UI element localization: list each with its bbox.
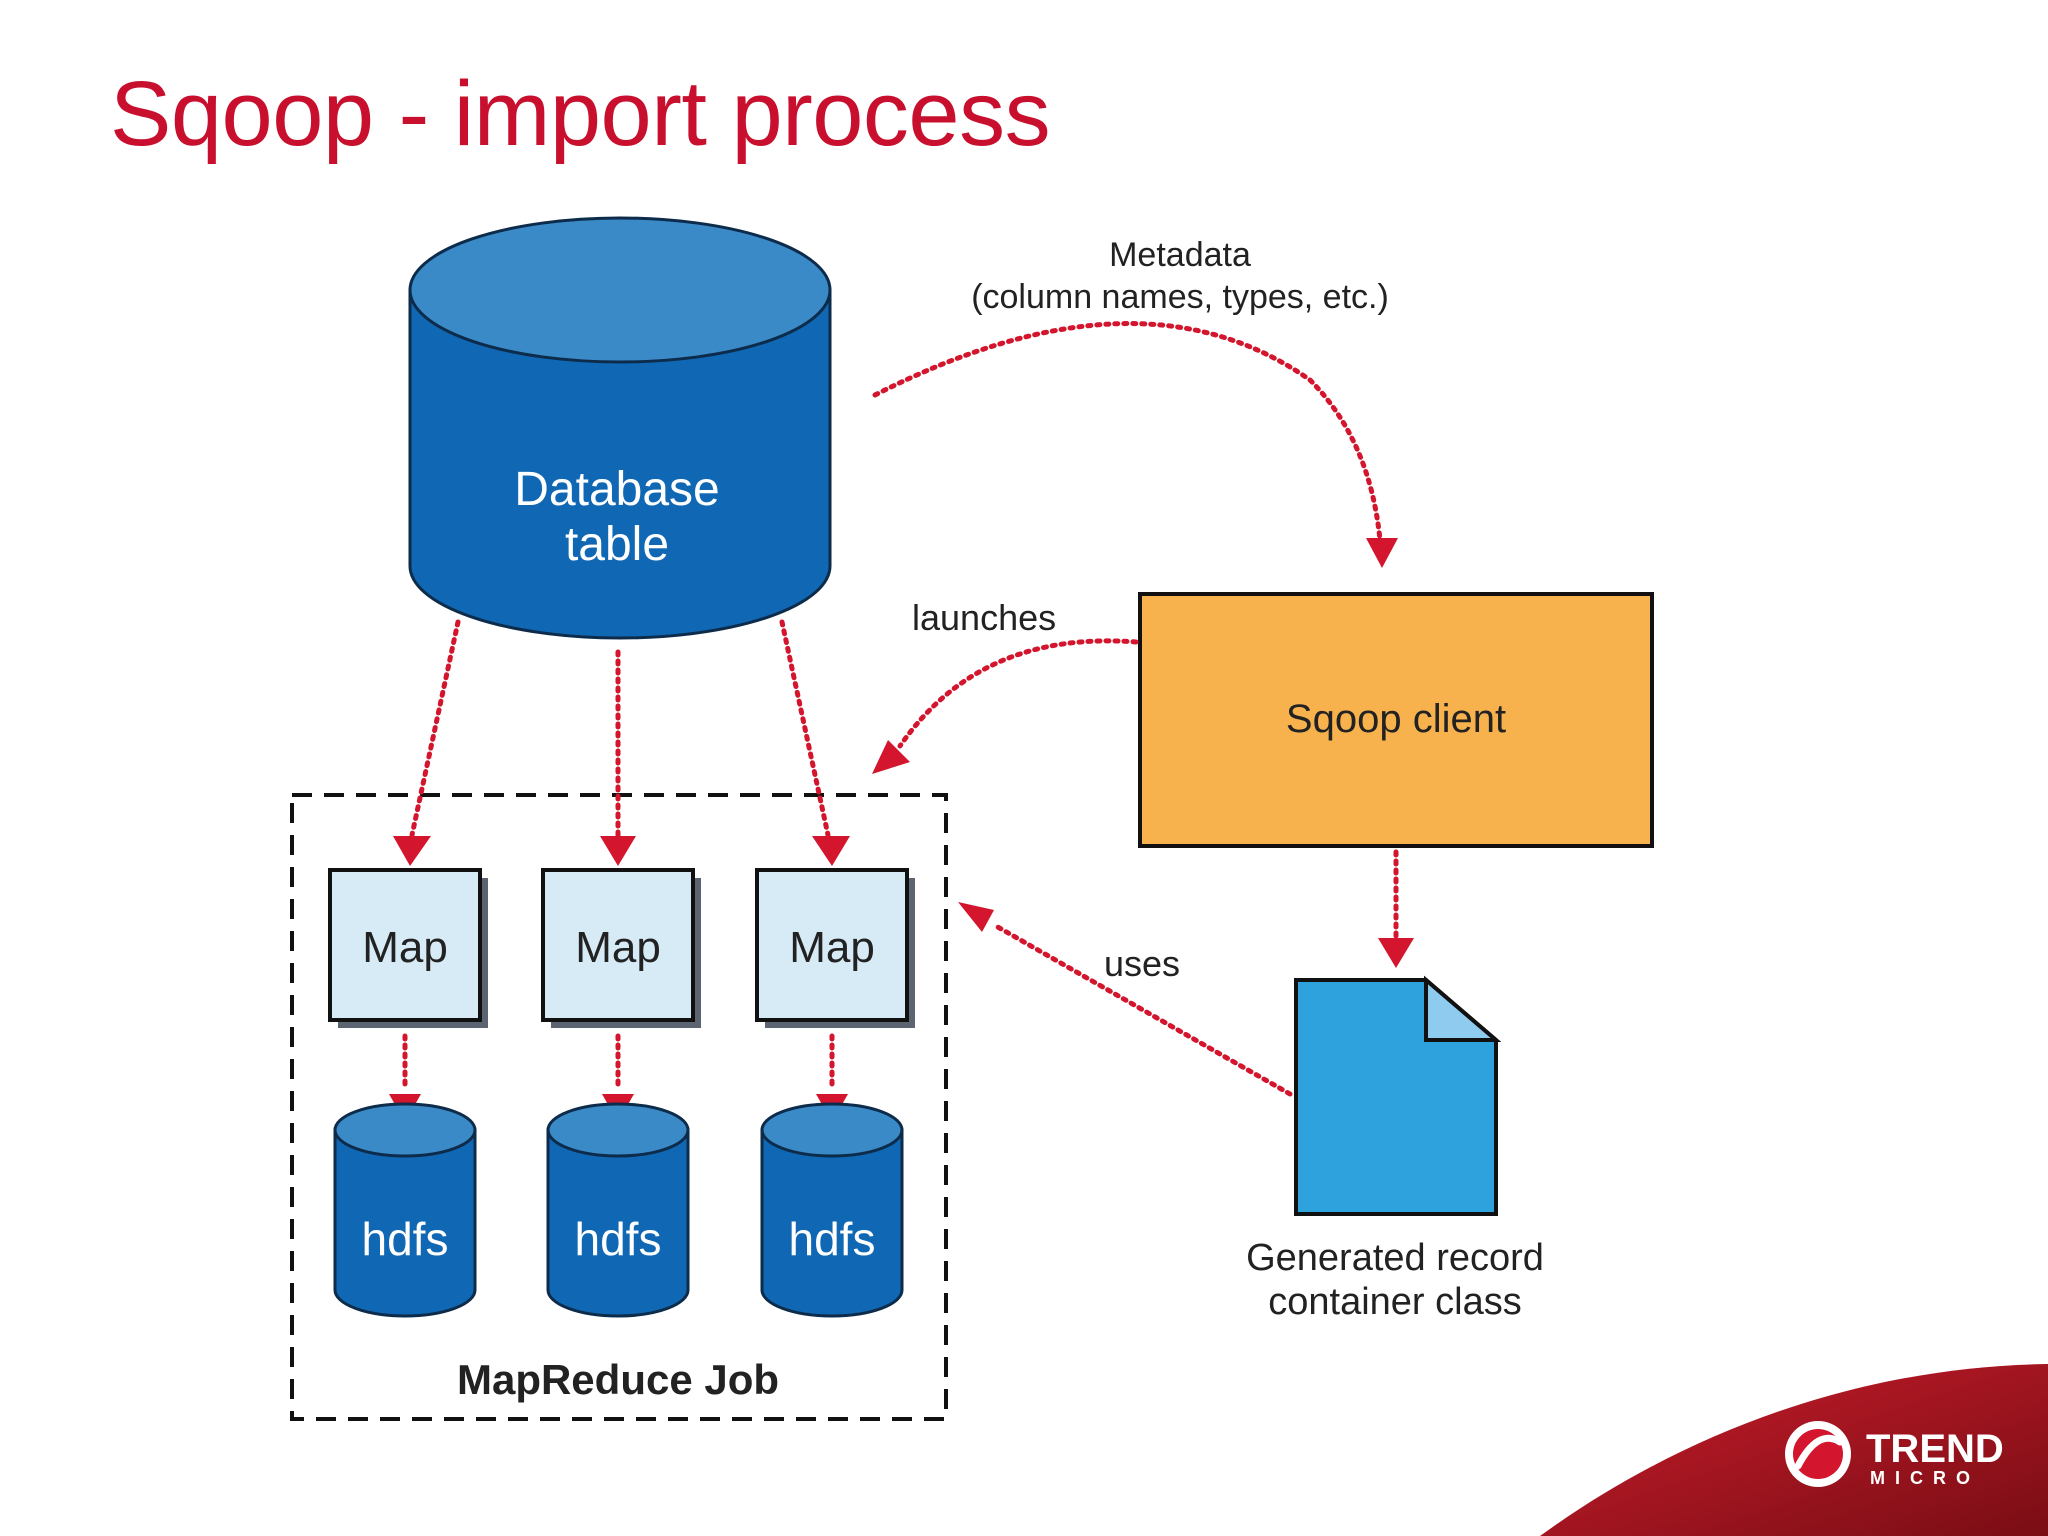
slide-title: Sqoop - import process — [110, 63, 1051, 165]
uses-label: uses — [1104, 943, 1180, 984]
record-class-label-line1: Generated record — [1246, 1237, 1544, 1279]
database-label-line1: Database — [514, 463, 719, 516]
metadata-arrow-head — [1366, 538, 1398, 568]
sqoop-client-label: Sqoop client — [1286, 697, 1506, 741]
database-label-line2: table — [565, 518, 669, 571]
mapreduce-job-label: MapReduce Job — [457, 1356, 779, 1403]
hdfs-label: hdfs — [575, 1213, 662, 1265]
map-label: Map — [362, 923, 448, 972]
record-class-label-line2: container class — [1268, 1281, 1521, 1323]
launches-label: launches — [912, 597, 1056, 638]
database-table-cylinder: Database table — [408, 216, 832, 640]
metadata-label-line2: (column names, types, etc.) — [971, 278, 1389, 316]
trend-micro-logo-icon — [1785, 1421, 1851, 1487]
client-to-record-arrow-head — [1378, 938, 1414, 968]
metadata-label-line1: Metadata — [1109, 236, 1251, 274]
map-label: Map — [789, 923, 875, 972]
uses-arrow-head — [958, 902, 994, 932]
logo-text-trend: TREND — [1866, 1427, 2004, 1471]
hdfs-label: hdfs — [789, 1213, 876, 1265]
document-icon — [1294, 975, 1502, 1216]
hdfs-label: hdfs — [362, 1213, 449, 1265]
logo-text-micro: MICRO — [1870, 1468, 1980, 1488]
launches-arrow — [897, 638, 1139, 749]
map-column-2: Map hdfs — [541, 649, 701, 1318]
launches-arrow-head — [872, 740, 910, 774]
map-column-3: Map hdfs — [755, 619, 915, 1318]
sqoop-client-box: Sqoop client — [1138, 592, 1654, 848]
uses-arrow — [993, 923, 1293, 1097]
map-label: Map — [575, 923, 661, 972]
metadata-arrow — [872, 321, 1383, 543]
map-column-1: Map hdfs — [328, 619, 488, 1318]
